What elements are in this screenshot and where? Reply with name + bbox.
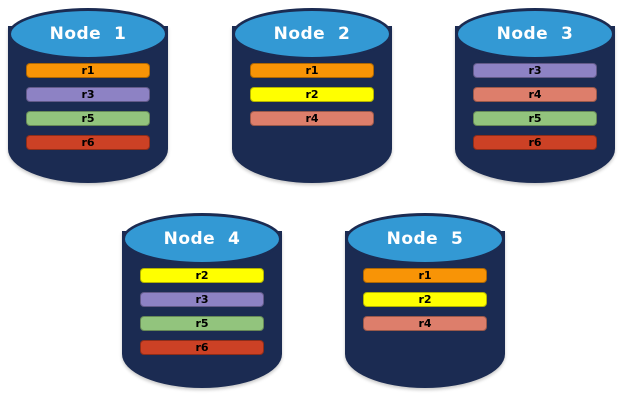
node-label: Node 2 xyxy=(273,24,351,44)
cylinder-top-ellipse xyxy=(345,213,505,265)
replica-list: r1 r3 r5 r6 xyxy=(8,63,168,150)
node-label: Node 4 xyxy=(163,229,241,249)
replica-bar[interactable]: r3 xyxy=(473,63,597,78)
replica-bar[interactable]: r6 xyxy=(473,135,597,150)
replica-list: r1 r2 r4 xyxy=(345,268,505,331)
node-4[interactable]: Node 4 r2 r3 r5 r6 xyxy=(122,213,282,388)
node-label: Node 5 xyxy=(386,229,464,249)
node-5[interactable]: Node 5 r1 r2 r4 xyxy=(345,213,505,388)
cylinder-top-ellipse xyxy=(122,213,282,265)
node-label: Node 3 xyxy=(496,24,574,44)
replica-bar[interactable]: r4 xyxy=(473,87,597,102)
replica-bar[interactable]: r6 xyxy=(26,135,150,150)
node-label: Node 1 xyxy=(49,24,127,44)
replica-bar[interactable]: r5 xyxy=(26,111,150,126)
replica-bar[interactable]: r5 xyxy=(473,111,597,126)
replica-bar[interactable]: r5 xyxy=(140,316,264,331)
node-1[interactable]: Node 1 r1 r3 r5 r6 xyxy=(8,8,168,183)
replica-bar[interactable]: r1 xyxy=(250,63,374,78)
replica-bar[interactable]: r4 xyxy=(363,316,487,331)
replica-list: r2 r3 r5 r6 xyxy=(122,268,282,355)
replica-bar[interactable]: r4 xyxy=(250,111,374,126)
cylinder-top-ellipse xyxy=(8,8,168,60)
node-2[interactable]: Node 2 r1 r2 r4 xyxy=(232,8,392,183)
node-3[interactable]: Node 3 r3 r4 r5 r6 xyxy=(455,8,615,183)
replica-bar[interactable]: r1 xyxy=(363,268,487,283)
replica-bar[interactable]: r2 xyxy=(250,87,374,102)
cylinder-top-ellipse xyxy=(455,8,615,60)
replica-bar[interactable]: r2 xyxy=(363,292,487,307)
replica-list: r1 r2 r4 xyxy=(232,63,392,126)
replica-bar[interactable]: r6 xyxy=(140,340,264,355)
replica-list: r3 r4 r5 r6 xyxy=(455,63,615,150)
replica-bar[interactable]: r2 xyxy=(140,268,264,283)
replica-bar[interactable]: r1 xyxy=(26,63,150,78)
replica-bar[interactable]: r3 xyxy=(140,292,264,307)
cylinder-top-ellipse xyxy=(232,8,392,60)
replica-bar[interactable]: r3 xyxy=(26,87,150,102)
